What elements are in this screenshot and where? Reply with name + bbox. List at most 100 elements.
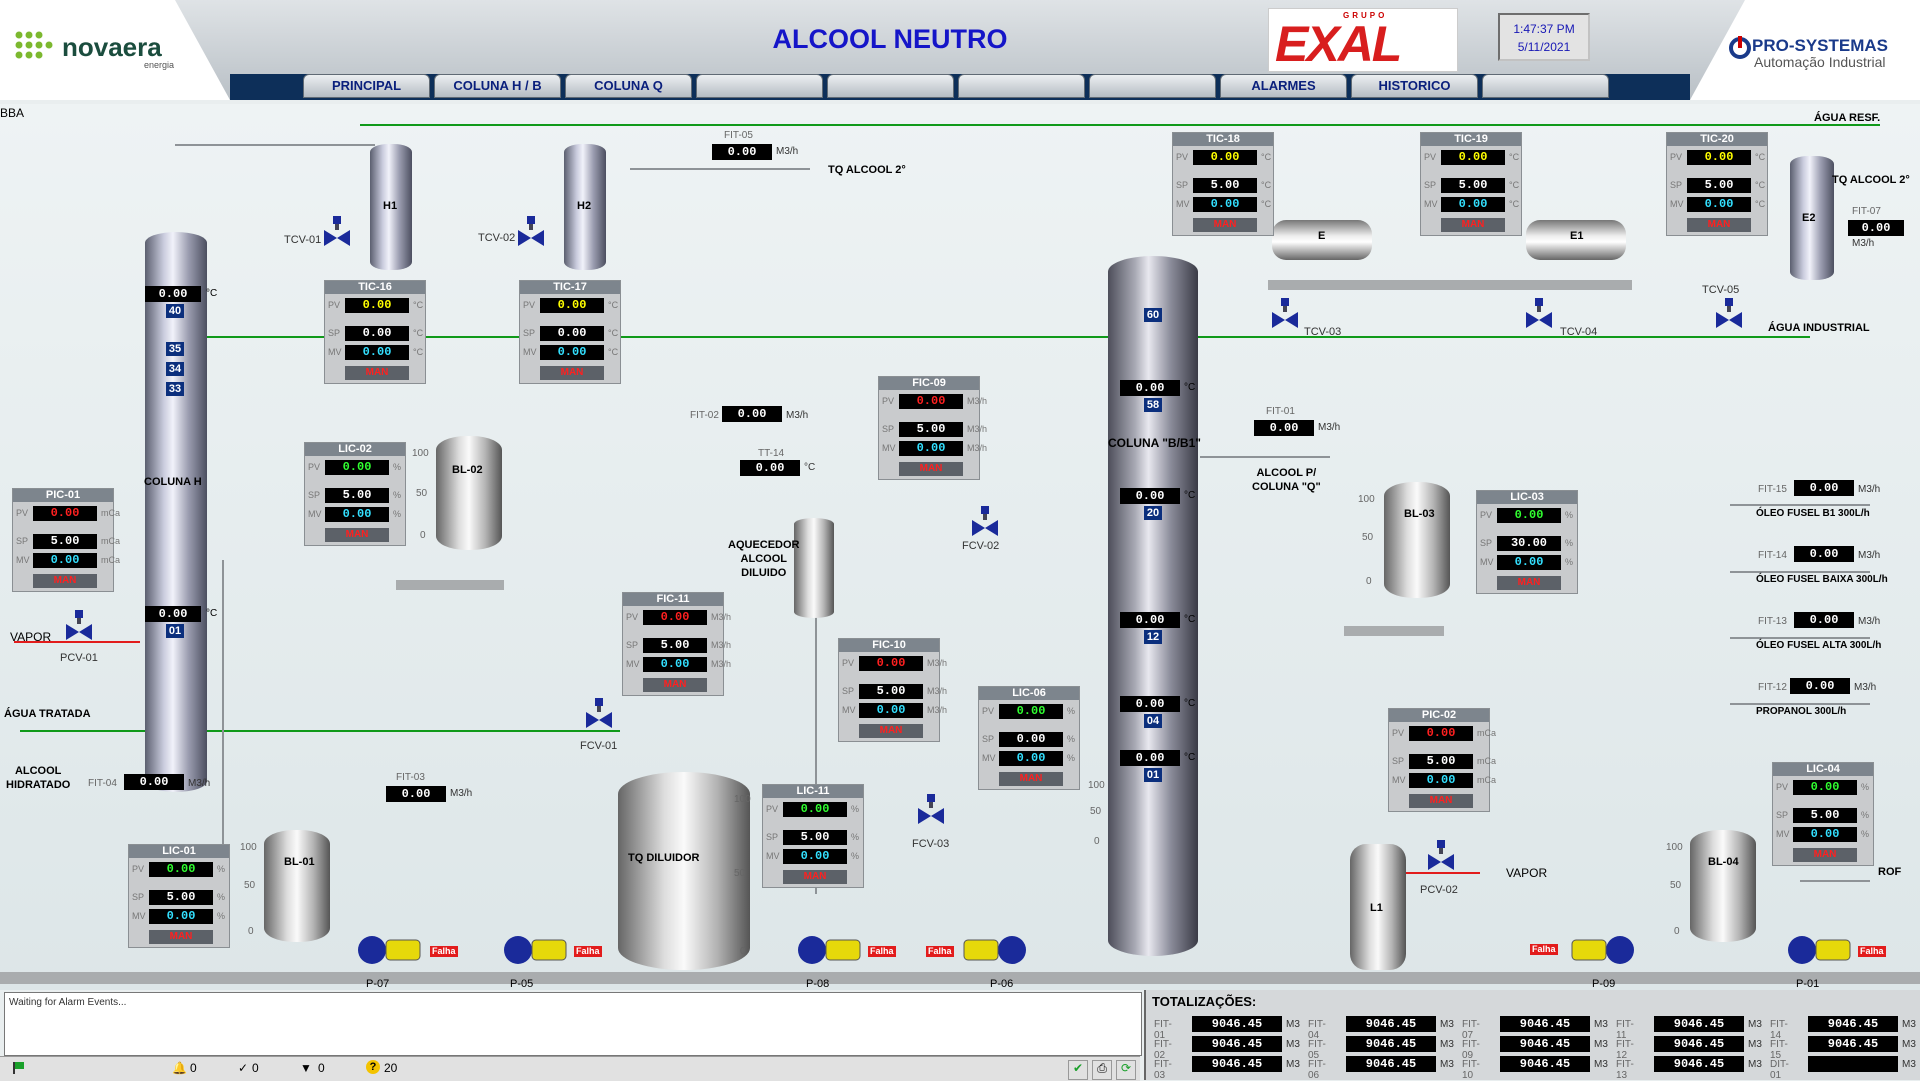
fic09-mode-button[interactable]: MAN bbox=[899, 462, 963, 476]
tab-empty-3[interactable] bbox=[958, 74, 1085, 98]
lic01-mv-value[interactable]: 0.00 bbox=[149, 909, 213, 924]
p05-pump-icon[interactable] bbox=[502, 930, 582, 968]
fic09-mv-value[interactable]: 0.00 bbox=[899, 441, 963, 456]
lic01-sp-value[interactable]: 5.00 bbox=[149, 890, 213, 905]
coluna-bb1-vessel[interactable] bbox=[1108, 256, 1198, 956]
lic03-mode-button[interactable]: MAN bbox=[1497, 576, 1561, 590]
tcv04-valve-icon[interactable] bbox=[1524, 298, 1554, 328]
bl04-tank[interactable] bbox=[1690, 830, 1756, 942]
pic01-mv-value[interactable]: 0.00 bbox=[33, 553, 97, 568]
alarm-panel[interactable]: Waiting for Alarm Events... bbox=[4, 992, 1142, 1056]
tic20-mv-value[interactable]: 0.00 bbox=[1687, 197, 1751, 212]
lic04-mv-value[interactable]: 0.00 bbox=[1793, 827, 1857, 842]
lic02-mv-value[interactable]: 0.00 bbox=[325, 507, 389, 522]
pcv01-valve-icon[interactable] bbox=[64, 610, 94, 640]
fic09-sp-value[interactable]: 5.00 bbox=[899, 422, 963, 437]
tic16-sp-value[interactable]: 0.00 bbox=[345, 326, 409, 341]
tab-empty-4[interactable] bbox=[1089, 74, 1216, 98]
tic18-mode-button[interactable]: MAN bbox=[1193, 218, 1257, 232]
tic18-mv-value[interactable]: 0.00 bbox=[1193, 197, 1257, 212]
fcv03-valve-icon[interactable] bbox=[916, 794, 946, 824]
lic11-sp-value[interactable]: 5.00 bbox=[783, 830, 847, 845]
p06-pump-icon[interactable] bbox=[948, 930, 1028, 968]
lic04-mode-button[interactable]: MAN bbox=[1793, 848, 1857, 862]
pic01-sp-value[interactable]: 5.00 bbox=[33, 534, 97, 549]
tic20-mode-button[interactable]: MAN bbox=[1687, 218, 1751, 232]
lic01-mode-button[interactable]: MAN bbox=[149, 930, 213, 944]
lic11-mode-button[interactable]: MAN bbox=[783, 870, 847, 884]
print-icon[interactable]: ⎙ bbox=[1092, 1060, 1112, 1080]
tic19-mv-value[interactable]: 0.00 bbox=[1441, 197, 1505, 212]
p07-pump-icon[interactable] bbox=[356, 930, 436, 968]
tab-empty-5[interactable] bbox=[1482, 74, 1609, 98]
tab-coluna-q[interactable]: COLUNA Q bbox=[565, 74, 692, 98]
h2-exchanger[interactable] bbox=[564, 144, 606, 270]
lic03-mv-value[interactable]: 0.00 bbox=[1497, 555, 1561, 570]
lic06-sp-value[interactable]: 0.00 bbox=[999, 732, 1063, 747]
fic10-mv-value[interactable]: 0.00 bbox=[859, 703, 923, 718]
tic16-mode-button[interactable]: MAN bbox=[345, 366, 409, 380]
lic06-mv-value[interactable]: 0.00 bbox=[999, 751, 1063, 766]
tcv03-valve-icon[interactable] bbox=[1270, 298, 1300, 328]
pcv02-valve-icon[interactable] bbox=[1426, 840, 1456, 870]
tic18-sp-value[interactable]: 5.00 bbox=[1193, 178, 1257, 193]
h1-exchanger[interactable] bbox=[370, 144, 412, 270]
aquecedor-vessel[interactable] bbox=[794, 518, 834, 618]
tcv05-valve-icon[interactable] bbox=[1714, 298, 1744, 328]
tab-principal[interactable]: PRINCIPAL bbox=[303, 74, 430, 98]
lic02-sp-value[interactable]: 5.00 bbox=[325, 488, 389, 503]
lic11-mv-value[interactable]: 0.00 bbox=[783, 849, 847, 864]
tab-empty-2[interactable] bbox=[827, 74, 954, 98]
tq-diluidor-tank[interactable] bbox=[618, 772, 750, 970]
lic06-mode-button[interactable]: MAN bbox=[999, 772, 1063, 786]
p09-pump-icon[interactable] bbox=[1556, 930, 1636, 968]
tic20-sp-value[interactable]: 5.00 bbox=[1687, 178, 1751, 193]
fic11-mode-button[interactable]: MAN bbox=[643, 678, 707, 692]
tcv02-valve-icon[interactable] bbox=[516, 216, 546, 246]
fcv02-valve-icon[interactable] bbox=[970, 506, 1000, 536]
tic19-mode-button[interactable]: MAN bbox=[1441, 218, 1505, 232]
fcv01-valve-icon[interactable] bbox=[584, 698, 614, 728]
tic17-sp-value[interactable]: 0.00 bbox=[540, 326, 604, 341]
p08-pump-icon[interactable] bbox=[796, 930, 876, 968]
pic02-sp-value[interactable]: 5.00 bbox=[1409, 754, 1473, 769]
fic10-mode-button[interactable]: MAN bbox=[859, 724, 923, 738]
tic19-sp-value[interactable]: 5.00 bbox=[1441, 178, 1505, 193]
lic03-sp-value[interactable]: 30.00 bbox=[1497, 536, 1561, 551]
e1-exchanger[interactable] bbox=[1526, 220, 1626, 260]
e-exchanger[interactable] bbox=[1272, 220, 1372, 260]
fic10-sp-value[interactable]: 5.00 bbox=[859, 684, 923, 699]
p01-pump-icon[interactable] bbox=[1786, 930, 1866, 968]
tab-historico[interactable]: HISTORICO bbox=[1351, 74, 1478, 98]
e2-exchanger[interactable] bbox=[1790, 156, 1834, 280]
l1-vessel[interactable] bbox=[1350, 844, 1406, 970]
tic16-mv-value[interactable]: 0.00 bbox=[345, 345, 409, 360]
tab-empty-1[interactable] bbox=[696, 74, 823, 98]
tab-alarmes[interactable]: ALARMES bbox=[1220, 74, 1347, 98]
lic04-sp-value[interactable]: 5.00 bbox=[1793, 808, 1857, 823]
refresh-icon[interactable]: ⟳ bbox=[1116, 1060, 1136, 1080]
bl03-tank[interactable] bbox=[1384, 482, 1450, 598]
pic02-mode-button[interactable]: MAN bbox=[1409, 794, 1473, 808]
tab-coluna-hb[interactable]: COLUNA H / B bbox=[434, 74, 561, 98]
pic01-mode-button[interactable]: MAN bbox=[33, 574, 97, 588]
tcv01-valve-icon[interactable] bbox=[322, 216, 352, 246]
bl01-tank[interactable] bbox=[264, 830, 330, 942]
bl02-tank[interactable] bbox=[436, 436, 502, 550]
fic11-mv-value[interactable]: 0.00 bbox=[643, 657, 707, 672]
